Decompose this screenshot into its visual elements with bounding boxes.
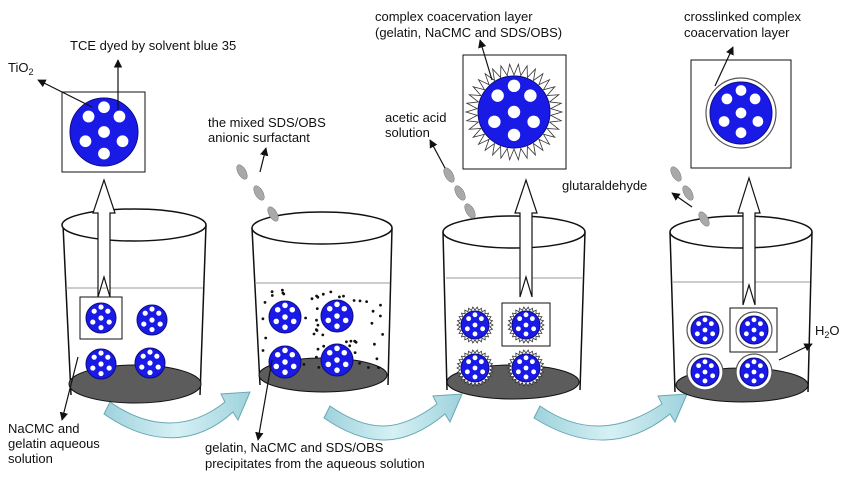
zoom-droplet-4 [705,77,777,149]
droplet-b3-1-core [460,310,490,340]
droplet-b1-2 [136,304,168,336]
droplet-b3-2 [507,306,545,344]
zoom-arrow-1 [92,178,116,298]
label-nacmc-line3: solution [8,451,53,466]
label-h2o: H2O [815,323,840,340]
droplet-b4-1-core [690,315,720,345]
zoom-droplet-3-core [477,75,551,149]
label-mixed-surfactant-line2: anionic surfactant [208,130,310,145]
zoom-frame-beaker-4 [729,307,778,353]
label-gelatin-line2: precipitates from the aqueous solution [205,456,425,471]
zoom-droplet-3 [464,62,564,162]
zoom-arrows [92,175,761,306]
label-gelatin-line1: gelatin, NaCMC and SDS/OBS [205,440,384,455]
droplet-b3-2-core [511,310,541,340]
zoom-droplet-1 [69,97,139,167]
zoom-arrow-4 [737,175,761,306]
droplet-b4-3 [686,353,724,391]
transfer-arrow-1 [103,391,251,439]
zoom-droplet-4-core [709,81,773,145]
droplet-b3-3-core [460,353,490,383]
falling-drops [236,164,710,227]
label-tio2: TiO2 [8,60,33,77]
transfer-arrows [103,391,688,441]
zoom-arrow-3 [514,178,538,298]
beaker-1 [61,208,207,404]
zoom-frame-beaker-3 [501,302,551,347]
droplet-b4-4-core [739,357,769,387]
droplet-b4-3-core [690,357,720,387]
droplets-beaker-2 [268,299,354,379]
droplet-b3-1 [456,306,494,344]
droplet-b4-4 [735,353,773,391]
pointer-arrows [37,39,813,441]
droplet-b1-4 [134,347,166,379]
droplet-b4-1 [686,311,724,349]
zoom-frame-beaker-1 [79,296,123,340]
transfer-arrow-2 [323,393,463,441]
droplet-b2-1 [268,300,302,334]
label-crosslinked-line1: crosslinked complex [684,9,802,24]
droplet-b3-3 [456,349,494,387]
label-mixed-surfactant-line1: the mixed SDS/OBS [208,115,326,130]
droplet-b4-2 [735,311,773,349]
droplet-b2-4 [320,343,354,377]
surfactant-particles [261,288,384,369]
droplet-b2-3 [268,345,302,379]
droplet-b1-1 [85,302,117,334]
droplet-b3-4 [507,349,545,387]
label-acetic-acid-line2: solution [385,125,430,140]
label-complex-layer-line1: complex coacervation layer [375,9,533,24]
droplet-b3-4-core [511,353,541,383]
droplet-b1-3 [85,348,117,380]
label-complex-layer-line2: (gelatin, NaCMC and SDS/OBS) [375,25,562,40]
droplets-beaker-1 [85,302,168,380]
label-crosslinked-line2: coacervation layer [684,25,790,40]
droplets-beaker-4 [686,311,773,391]
label-tce-dyed: TCE dyed by solvent blue 35 [70,38,236,53]
transfer-arrow-3 [533,393,688,441]
droplet-b2-2 [320,299,354,333]
label-glutaraldehyde: glutaraldehyde [562,178,647,193]
droplet-b4-2-core [739,315,769,345]
label-nacmc-line2: gelatin aqueous [8,436,100,451]
label-nacmc-line1: NaCMC and [8,421,80,436]
label-acetic-acid-line1: acetic acid [385,110,446,125]
droplets-beaker-3 [456,306,545,387]
zoom-droplets [69,62,777,167]
